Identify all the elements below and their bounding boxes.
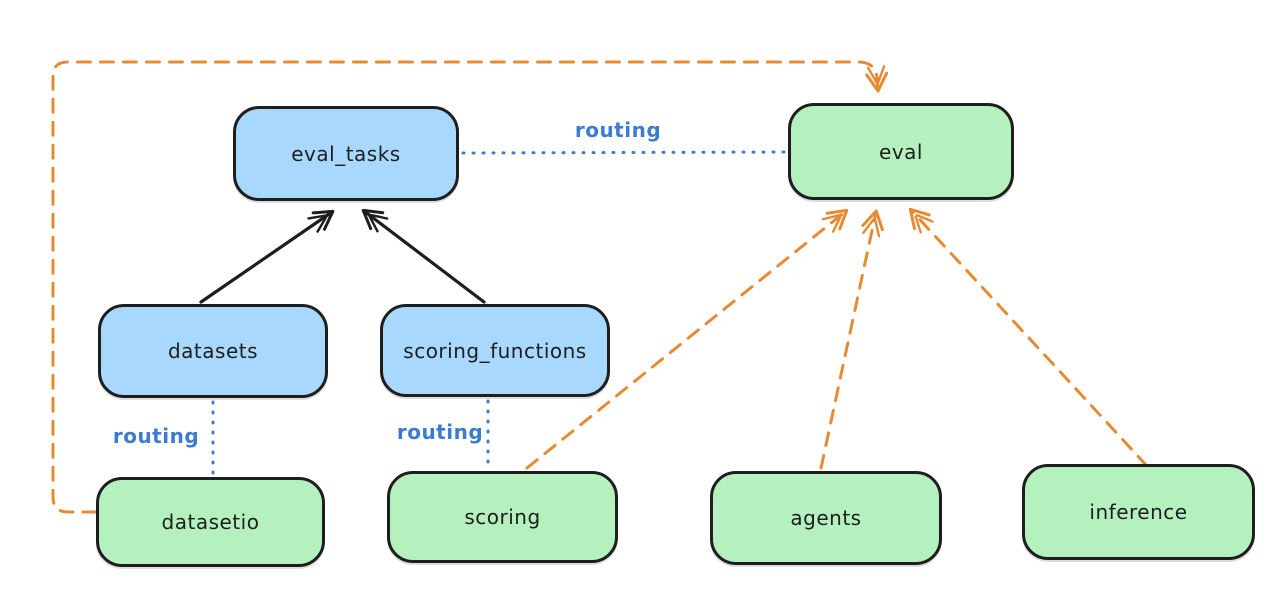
node-eval-label: eval [879,139,923,164]
edge-scoring_functions-eval_tasks[interactable] [361,208,486,304]
node-eval-tasks[interactable]: eval_tasks [233,106,459,201]
edge-inference-eval[interactable] [908,207,1149,468]
node-datasetio-label: datasetio [161,510,260,534]
node-eval[interactable]: eval [788,103,1014,200]
node-inference-label: inference [1089,500,1188,524]
node-inference[interactable]: inference [1022,464,1255,560]
routing-label-scoring_functions-scoring[interactable]: routing [396,420,484,444]
node-agents[interactable]: agents [710,471,942,565]
node-scoring[interactable]: scoring [387,471,618,563]
node-scoring-functions-label: scoring_functions [403,338,587,363]
node-agents-label: agents [790,506,862,530]
node-datasets-label: datasets [167,339,259,363]
node-datasets[interactable]: datasets [98,304,328,398]
edge-datasetio-eval[interactable] [51,60,889,514]
node-scoring-functions[interactable]: scoring_functions [380,304,610,397]
node-scoring-label: scoring [464,505,541,529]
node-datasetio[interactable]: datasetio [96,477,325,567]
edge-eval_tasks-eval[interactable] [461,150,787,155]
edge-agents-eval[interactable] [819,209,884,470]
edge-scoring-eval[interactable] [525,208,849,470]
node-eval-tasks-label: eval_tasks [291,141,401,166]
routing-label-eval_tasks-eval[interactable]: routing [574,118,662,142]
routing-label-datasets-datasetio[interactable]: routing [112,424,200,448]
edge-datasets-eval_tasks[interactable] [199,209,335,304]
